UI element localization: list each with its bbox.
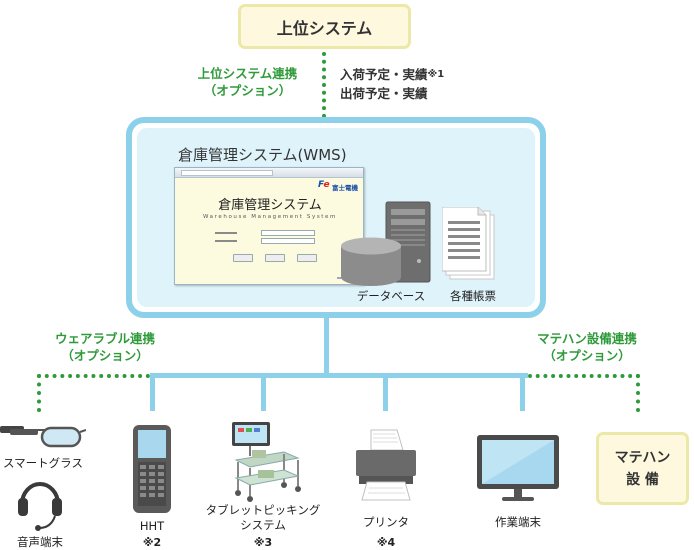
work-terminal-label: 作業端末: [495, 515, 541, 529]
material-equipment-line1: マテハン: [614, 449, 671, 466]
printer-icon: [356, 429, 416, 501]
printer-note: ※4: [376, 536, 396, 549]
hht-icon: [133, 425, 171, 513]
hht-label: HHT: [139, 519, 165, 533]
tablet-connector: [261, 373, 266, 411]
upper-link-label: 上位システム連携 （オプション）: [197, 66, 298, 98]
upper-system-box: 上位システム: [238, 4, 411, 49]
wearable-link-label: ウェアラブル連携 （オプション）: [54, 331, 155, 363]
wms-screen-logo: 富士電機: [332, 184, 358, 192]
material-link-label: マテハン設備連携 （オプション）: [537, 331, 637, 363]
wearable-link-drop: [37, 374, 41, 412]
wms-screen-logo-icon: Fe: [318, 180, 330, 190]
tablet-label: タブレットピッキング システム: [205, 503, 321, 532]
monitor-icon: [477, 435, 559, 501]
material-equipment-line2: 設 備: [626, 471, 659, 488]
material-equipment-box: マテハン 設 備: [596, 432, 689, 505]
device-bus-line: [150, 373, 528, 378]
printer-label: プリンタ: [363, 515, 409, 529]
hht-connector: [150, 373, 155, 411]
material-link-connector: [528, 374, 640, 378]
reports-icon: [442, 207, 495, 280]
wms-screen: Fe 富士電機 倉庫管理システム Warehouse Management Sy…: [174, 167, 364, 285]
wms-screen-title: 倉庫管理システム: [218, 198, 322, 213]
hht-note: ※2: [142, 536, 162, 549]
headset-icon: [18, 482, 62, 531]
wms-screen-addressbar: [181, 170, 273, 176]
tablet-note: ※3: [253, 536, 273, 549]
wms-title: 倉庫管理システム(WMS): [178, 146, 347, 164]
reports-label: 各種帳票: [450, 289, 496, 303]
wearable-link-connector: [37, 374, 150, 378]
printer-connector: [383, 373, 388, 411]
material-link-drop: [636, 374, 640, 412]
database-icon: [341, 237, 401, 286]
database-label: データベース: [356, 289, 426, 303]
terminal-connector: [520, 373, 525, 411]
smart-glass-label: スマートグラス: [3, 456, 83, 470]
wms-screen-subtitle: Warehouse Management System: [202, 214, 337, 220]
wms-down-connector: [324, 318, 329, 376]
upper-system-label: 上位システム: [276, 18, 373, 38]
wms-screen-form: [215, 230, 325, 270]
voice-terminal-label: 音声端末: [17, 535, 63, 549]
smart-glass-icon: [0, 426, 86, 448]
upper-flows-label: 入荷予定・実績※1 出荷予定・実績: [340, 67, 445, 101]
tablet-cart-icon: [232, 422, 301, 502]
upper-link-connector: [322, 52, 326, 118]
